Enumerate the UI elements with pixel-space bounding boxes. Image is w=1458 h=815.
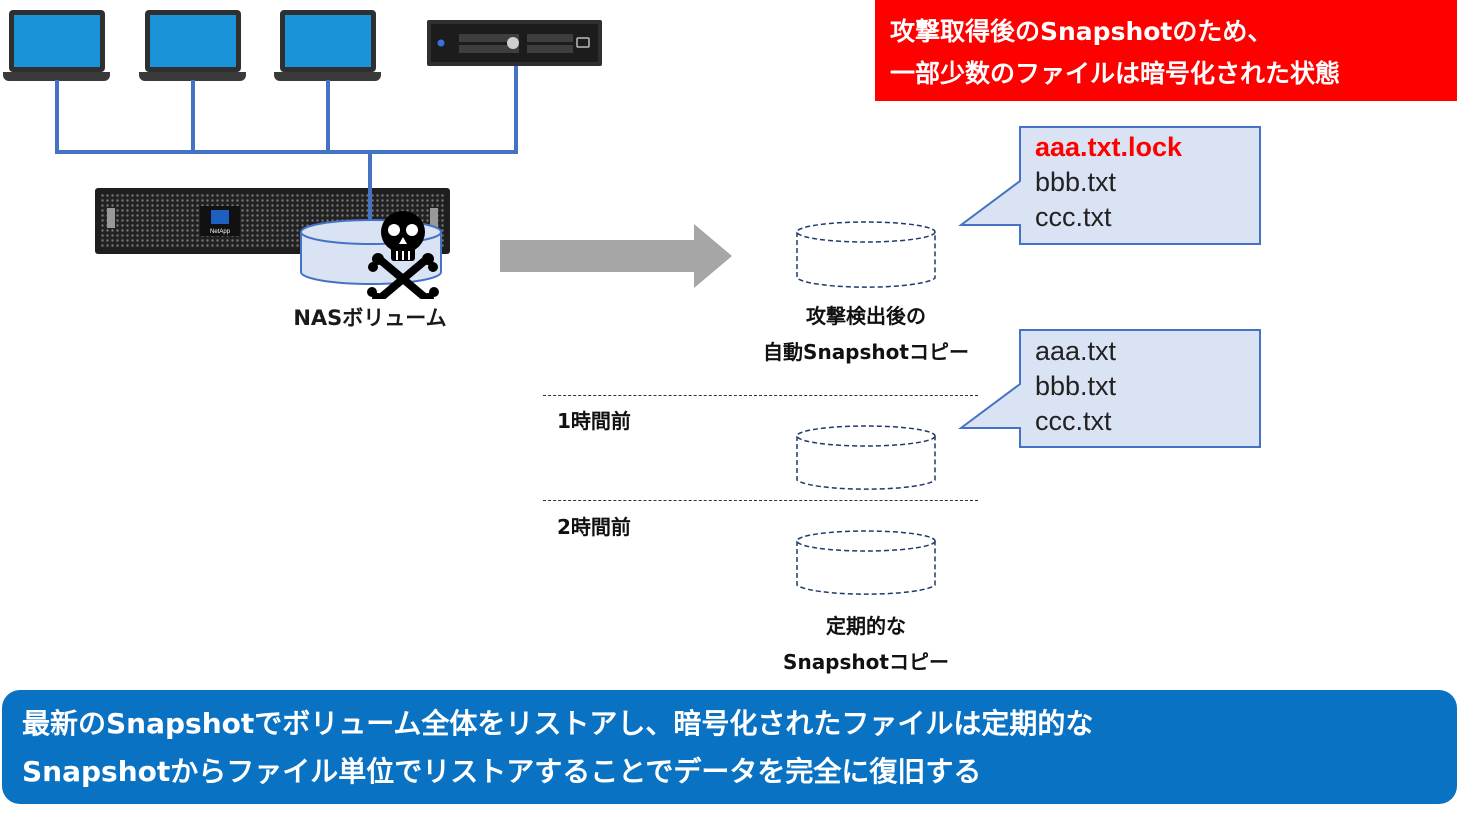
laptop-screen xyxy=(9,10,105,72)
file-name: ccc.txt xyxy=(1035,406,1112,436)
arrow-right-icon xyxy=(500,224,732,288)
time-label-1h: 1時間前 xyxy=(557,409,631,433)
snapshot-1h-icon xyxy=(796,425,936,490)
callout-latest-files: aaa.txt.lock bbb.txt ccc.txt xyxy=(1035,130,1182,235)
warning-banner: 攻撃取得後のSnapshotのため、 一部少数のファイルは暗号化された状態 xyxy=(875,0,1457,101)
laptop-screen xyxy=(145,10,241,72)
snapshot-periodic-label-line2: Snapshotコピー xyxy=(783,650,949,674)
callout-1h-shape xyxy=(958,329,1261,448)
snapshot-2h-icon xyxy=(796,530,936,595)
network-lines xyxy=(55,66,518,154)
callout-latest-shape xyxy=(958,126,1261,245)
file-name: aaa.txt xyxy=(1035,336,1117,366)
warning-line-2: 一部少数のファイルは暗号化された状態 xyxy=(890,59,1341,88)
encrypted-file-name: aaa.txt.lock xyxy=(1035,132,1183,162)
footer-banner: 最新のSnapshotでボリューム全体をリストアし、暗号化されたファイルは定期的… xyxy=(2,690,1457,804)
file-name: bbb.txt xyxy=(1035,371,1117,401)
footer-line-1: 最新のSnapshotでボリューム全体をリストアし、暗号化されたファイルは定期的… xyxy=(22,707,1094,740)
snapshot-periodic-label-line1: 定期的な xyxy=(826,614,906,638)
laptop-base xyxy=(274,72,381,81)
time-label-2h: 2時間前 xyxy=(557,515,631,539)
laptop-screen xyxy=(280,10,376,72)
time-divider-1h xyxy=(543,395,978,396)
skull-crossbones-icon xyxy=(367,211,439,299)
snapshot-latest-icon xyxy=(796,221,936,288)
snapshot-periodic-label: 定期的な Snapshotコピー xyxy=(706,608,1026,680)
laptop-base xyxy=(139,72,246,81)
callout-1h-files: aaa.txt bbb.txt ccc.txt xyxy=(1035,334,1116,439)
file-name: bbb.txt xyxy=(1035,167,1117,197)
file-name: ccc.txt xyxy=(1035,202,1112,232)
snapshot-latest-label-line2: 自動Snapshotコピー xyxy=(763,340,969,364)
snapshot-latest-label: 攻撃検出後の 自動Snapshotコピー xyxy=(706,298,1026,370)
nas-volume-label: NASボリューム xyxy=(293,306,447,330)
footer-line-2: Snapshotからファイル単位でリストアすることでデータを完全に復旧する xyxy=(22,755,982,788)
snapshot-latest-label-line1: 攻撃検出後の xyxy=(806,304,926,328)
network-line-drop xyxy=(368,152,372,228)
time-divider-2h xyxy=(543,500,978,501)
warning-line-1: 攻撃取得後のSnapshotのため、 xyxy=(890,17,1273,46)
server-icon xyxy=(427,20,602,66)
netapp-brand: NetApp xyxy=(210,229,231,235)
laptop-base xyxy=(3,72,110,81)
